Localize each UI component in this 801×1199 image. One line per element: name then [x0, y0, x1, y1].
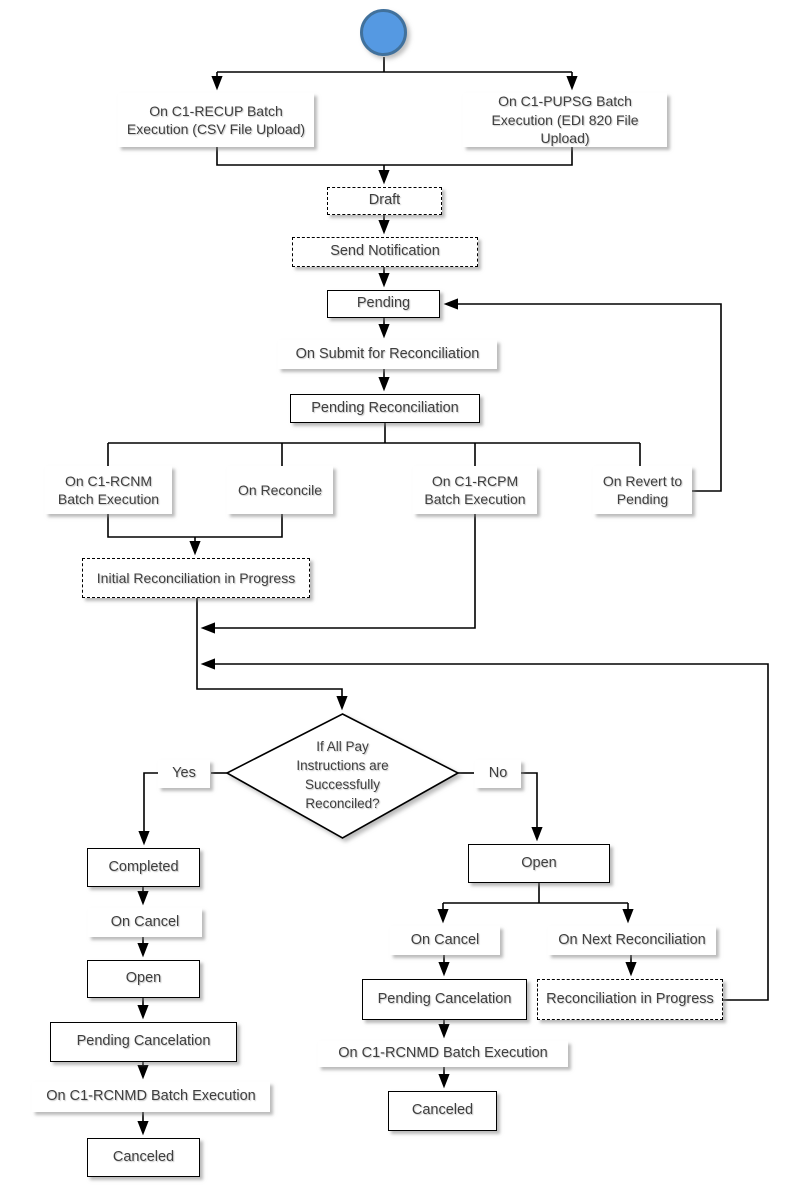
event-rcnmd-batch-left: On C1-RCNMD Batch Execution [32, 1082, 270, 1112]
event-recup-batch: On C1-RECUP Batch Execution (CSV File Up… [118, 93, 314, 147]
state-draft: Draft [327, 187, 442, 215]
state-pending: Pending [327, 290, 440, 318]
label-no: No [475, 760, 521, 788]
event-pupsg-batch: On C1-PUPSG Batch Execution (EDI 820 Fil… [463, 93, 667, 147]
event-revert-to-pending: On Revert to Pending [593, 466, 692, 514]
connector-merge-rcnm-reconcile [107, 514, 283, 538]
decision-diamond [225, 713, 460, 839]
event-next-reconciliation: On Next Reconciliation [548, 926, 716, 955]
state-canceled-right: Canceled [388, 1091, 497, 1131]
label-yes: Yes [158, 760, 210, 788]
connector-merge-top [216, 147, 573, 166]
state-send-notification: Send Notification [292, 237, 478, 267]
connector-branch-four [107, 423, 641, 466]
start-node [360, 9, 407, 56]
state-pending-cancelation-left: Pending Cancelation [50, 1022, 237, 1062]
state-canceled-left: Canceled [87, 1138, 200, 1177]
connector-recprogress-loop [200, 658, 769, 1001]
event-rcpm-batch: On C1-RCPM Batch Execution [413, 466, 537, 514]
event-submit-reconciliation: On Submit for Reconciliation [278, 340, 497, 369]
state-initial-reconciliation-in-progress: Initial Reconciliation in Progress [82, 558, 310, 598]
connector-initialrec-to-decision [196, 598, 348, 711]
decision-label: If All Pay Instructions are Successfully… [296, 739, 389, 811]
event-cancel-right: On Cancel [390, 926, 500, 955]
state-reconciliation-in-progress: Reconciliation in Progress [537, 979, 723, 1020]
state-completed: Completed [87, 848, 200, 887]
connector-start-split [217, 57, 572, 73]
event-cancel-left: On Cancel [88, 908, 202, 937]
connector-no-open [521, 772, 543, 842]
connector-revert-loop-to-pending [443, 298, 722, 492]
event-reconcile: On Reconcile [227, 466, 333, 514]
connector-open-right-branch [443, 883, 628, 904]
state-pending-cancelation-right: Pending Cancelation [362, 979, 527, 1020]
event-rcnm-batch: On C1-RCNM Batch Execution [45, 466, 172, 514]
state-pending-reconciliation: Pending Reconciliation [290, 394, 480, 423]
connector-yes-completed [138, 772, 158, 846]
state-open-right: Open [468, 844, 610, 883]
state-open-left: Open [87, 960, 200, 998]
connector-rcpm-join [200, 514, 476, 634]
event-rcnmd-batch-right: On C1-RCNMD Batch Execution [318, 1041, 568, 1067]
